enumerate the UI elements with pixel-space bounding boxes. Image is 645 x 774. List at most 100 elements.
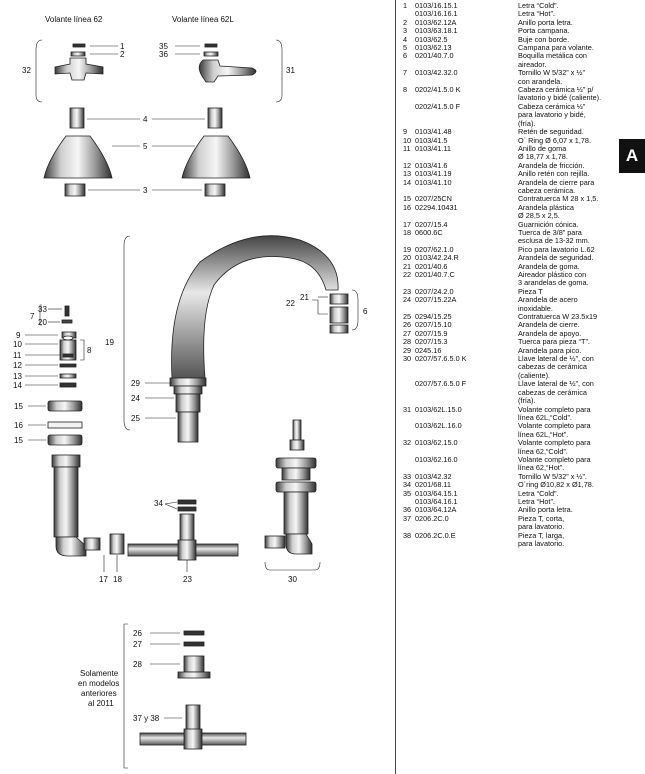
parts-desc: Letra “Cold”. (518, 488, 559, 498)
parts-code: 0201/40.7.0 (415, 51, 454, 61)
parts-code: 0103/64.12A (415, 505, 457, 515)
parts-num: 10 (403, 135, 412, 145)
parts-desc: Aireador plástico con 3 arandelas de gom… (518, 270, 589, 288)
parts-num: 21 (403, 261, 412, 271)
callout-22: 22 (286, 299, 295, 308)
parts-num: 26 (403, 320, 412, 330)
parts-desc: Arandela de goma. (518, 261, 580, 271)
parts-desc: O´ Ring Ø 6,07 x 1,78. (518, 135, 592, 145)
parts-num: 8 (403, 85, 408, 95)
parts-num: 38 (403, 530, 412, 540)
older-models-note-line-2: en modelos (78, 679, 119, 688)
parts-num: 18 (403, 227, 412, 237)
parts-code: 0201/40.7.C (415, 270, 455, 279)
parts-num: 30 (403, 354, 412, 364)
older-models-note-line-4: al 2011 (88, 699, 114, 708)
callout-15b: 15 (14, 436, 23, 445)
parts-num (403, 456, 415, 473)
callout-5: 5 (143, 142, 148, 151)
parts-code: 0202/41.5.0 F (415, 101, 461, 111)
title-left: Volante línea 62 (45, 15, 103, 24)
parts-desc: Buje con borde. (518, 34, 570, 44)
callout-30: 30 (288, 575, 297, 584)
parts-num: 37 (403, 513, 412, 523)
callout-14: 14 (13, 381, 22, 390)
handle-62-assembly (54, 43, 104, 81)
callout-24: 24 (131, 394, 140, 403)
parts-desc: Tornillo W 5/32” x ½” con arandela. (518, 68, 585, 86)
callout-31: 31 (286, 66, 295, 75)
ceramic-cartridge-group (59, 305, 77, 388)
parts-desc: Cabeza cerámica ½” p/ lavatorio y bidé (… (518, 85, 602, 103)
parts-code: 0207/15.3 (415, 337, 448, 347)
parts-code: 0103/62.13 (415, 43, 452, 53)
parts-desc: Anillo de goma Ø 18,77 x 1,78. (518, 143, 568, 162)
parts-num: 32 (403, 438, 412, 448)
callout-21: 21 (300, 293, 309, 302)
parts-desc: Llave lateral de ½”, con cabezas de cerá… (518, 379, 594, 406)
parts-code: 0207/62.1.0 (415, 244, 454, 254)
bell-covers (43, 135, 251, 179)
callout-36: 36 (159, 50, 168, 59)
parts-num: 3 (403, 26, 408, 36)
parts-desc: Tuerca para pieza “T”. (518, 337, 590, 347)
callout-11: 11 (13, 351, 22, 360)
parts-desc: Campana para volante. (518, 43, 594, 53)
parts-num: 29 (403, 345, 412, 355)
parts-desc: Pieza T, corta, para lavatorio. (518, 513, 565, 532)
parts-code: 0103/42.32.0 (415, 68, 458, 78)
parts-desc: Pieza T (518, 286, 543, 296)
parts-desc: Arandela de cierre para cabeza cerámica. (518, 177, 595, 195)
parts-num: 6 (403, 51, 408, 61)
parts-code: 0103/62.15.0 (415, 438, 458, 448)
parts-desc: Letra “Cold”. (518, 1, 559, 10)
parts-num: 1 (403, 1, 408, 10)
parts-num: 9 (403, 127, 408, 137)
parts-code: 0103/41.10 (415, 177, 452, 187)
callout-16: 16 (14, 421, 23, 430)
parts-num: 11 (403, 143, 411, 153)
older-models-note-line-3: anteriores (81, 689, 117, 698)
parts-num (403, 103, 415, 128)
parts-desc: Cabeza cerámica ½” para lavatorio y bidé… (518, 101, 586, 128)
parts-code: 0207/25CN (415, 194, 452, 204)
parts-num: 12 (403, 160, 412, 170)
parts-code: 0201/40.6 (415, 261, 448, 271)
parts-num: 5 (403, 43, 408, 53)
parts-num: 4 (403, 34, 408, 44)
parts-code: 0206.2C.0.E (415, 530, 456, 540)
parts-code: 02294.10431 (415, 202, 458, 212)
parts-num: 2 (403, 17, 408, 27)
handle-62l-assembly (198, 43, 257, 83)
title-right: Volante línea 62L (172, 15, 234, 24)
left-valve-body (51, 454, 125, 557)
parts-num: 17 (403, 219, 412, 229)
parts-num: 14 (403, 177, 412, 187)
parts-desc: Volante completo para línea 62L,“Hot”. (518, 421, 591, 439)
parts-code: 0207/15.9 (415, 328, 448, 338)
callout-35: 35 (159, 42, 168, 51)
parts-code: 0201/68.11 (415, 480, 451, 490)
parts-code: 0103/41.19 (415, 169, 452, 179)
parts-num: 16 (403, 202, 412, 212)
callout-18: 18 (113, 575, 122, 584)
parts-num: 35 (403, 488, 412, 498)
parts-desc: Contratuerca W 23.5x19 (518, 312, 598, 322)
parts-num (403, 422, 415, 439)
